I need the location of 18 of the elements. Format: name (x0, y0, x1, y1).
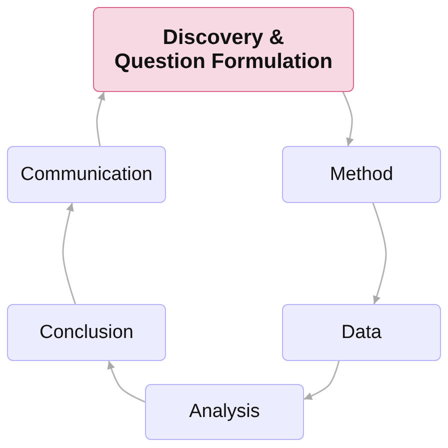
arrow (304, 360, 340, 400)
step-label: Analysis (189, 401, 260, 423)
step-label: Conclusion (40, 322, 134, 344)
step-label: Method (330, 164, 394, 186)
process-box (145, 384, 304, 440)
process-box (282, 304, 441, 361)
arrow (342, 92, 354, 146)
arrow (107, 360, 146, 403)
process-box (7, 304, 166, 361)
step-label: Communication (20, 164, 152, 186)
step-label: Data (341, 322, 382, 344)
step-label: Discovery & Question Formulation (114, 26, 333, 74)
arrow (372, 202, 387, 304)
arrow (62, 202, 76, 304)
process-box (282, 146, 441, 203)
arrow (96, 92, 106, 146)
process-box (7, 146, 166, 203)
process-box (93, 7, 354, 92)
